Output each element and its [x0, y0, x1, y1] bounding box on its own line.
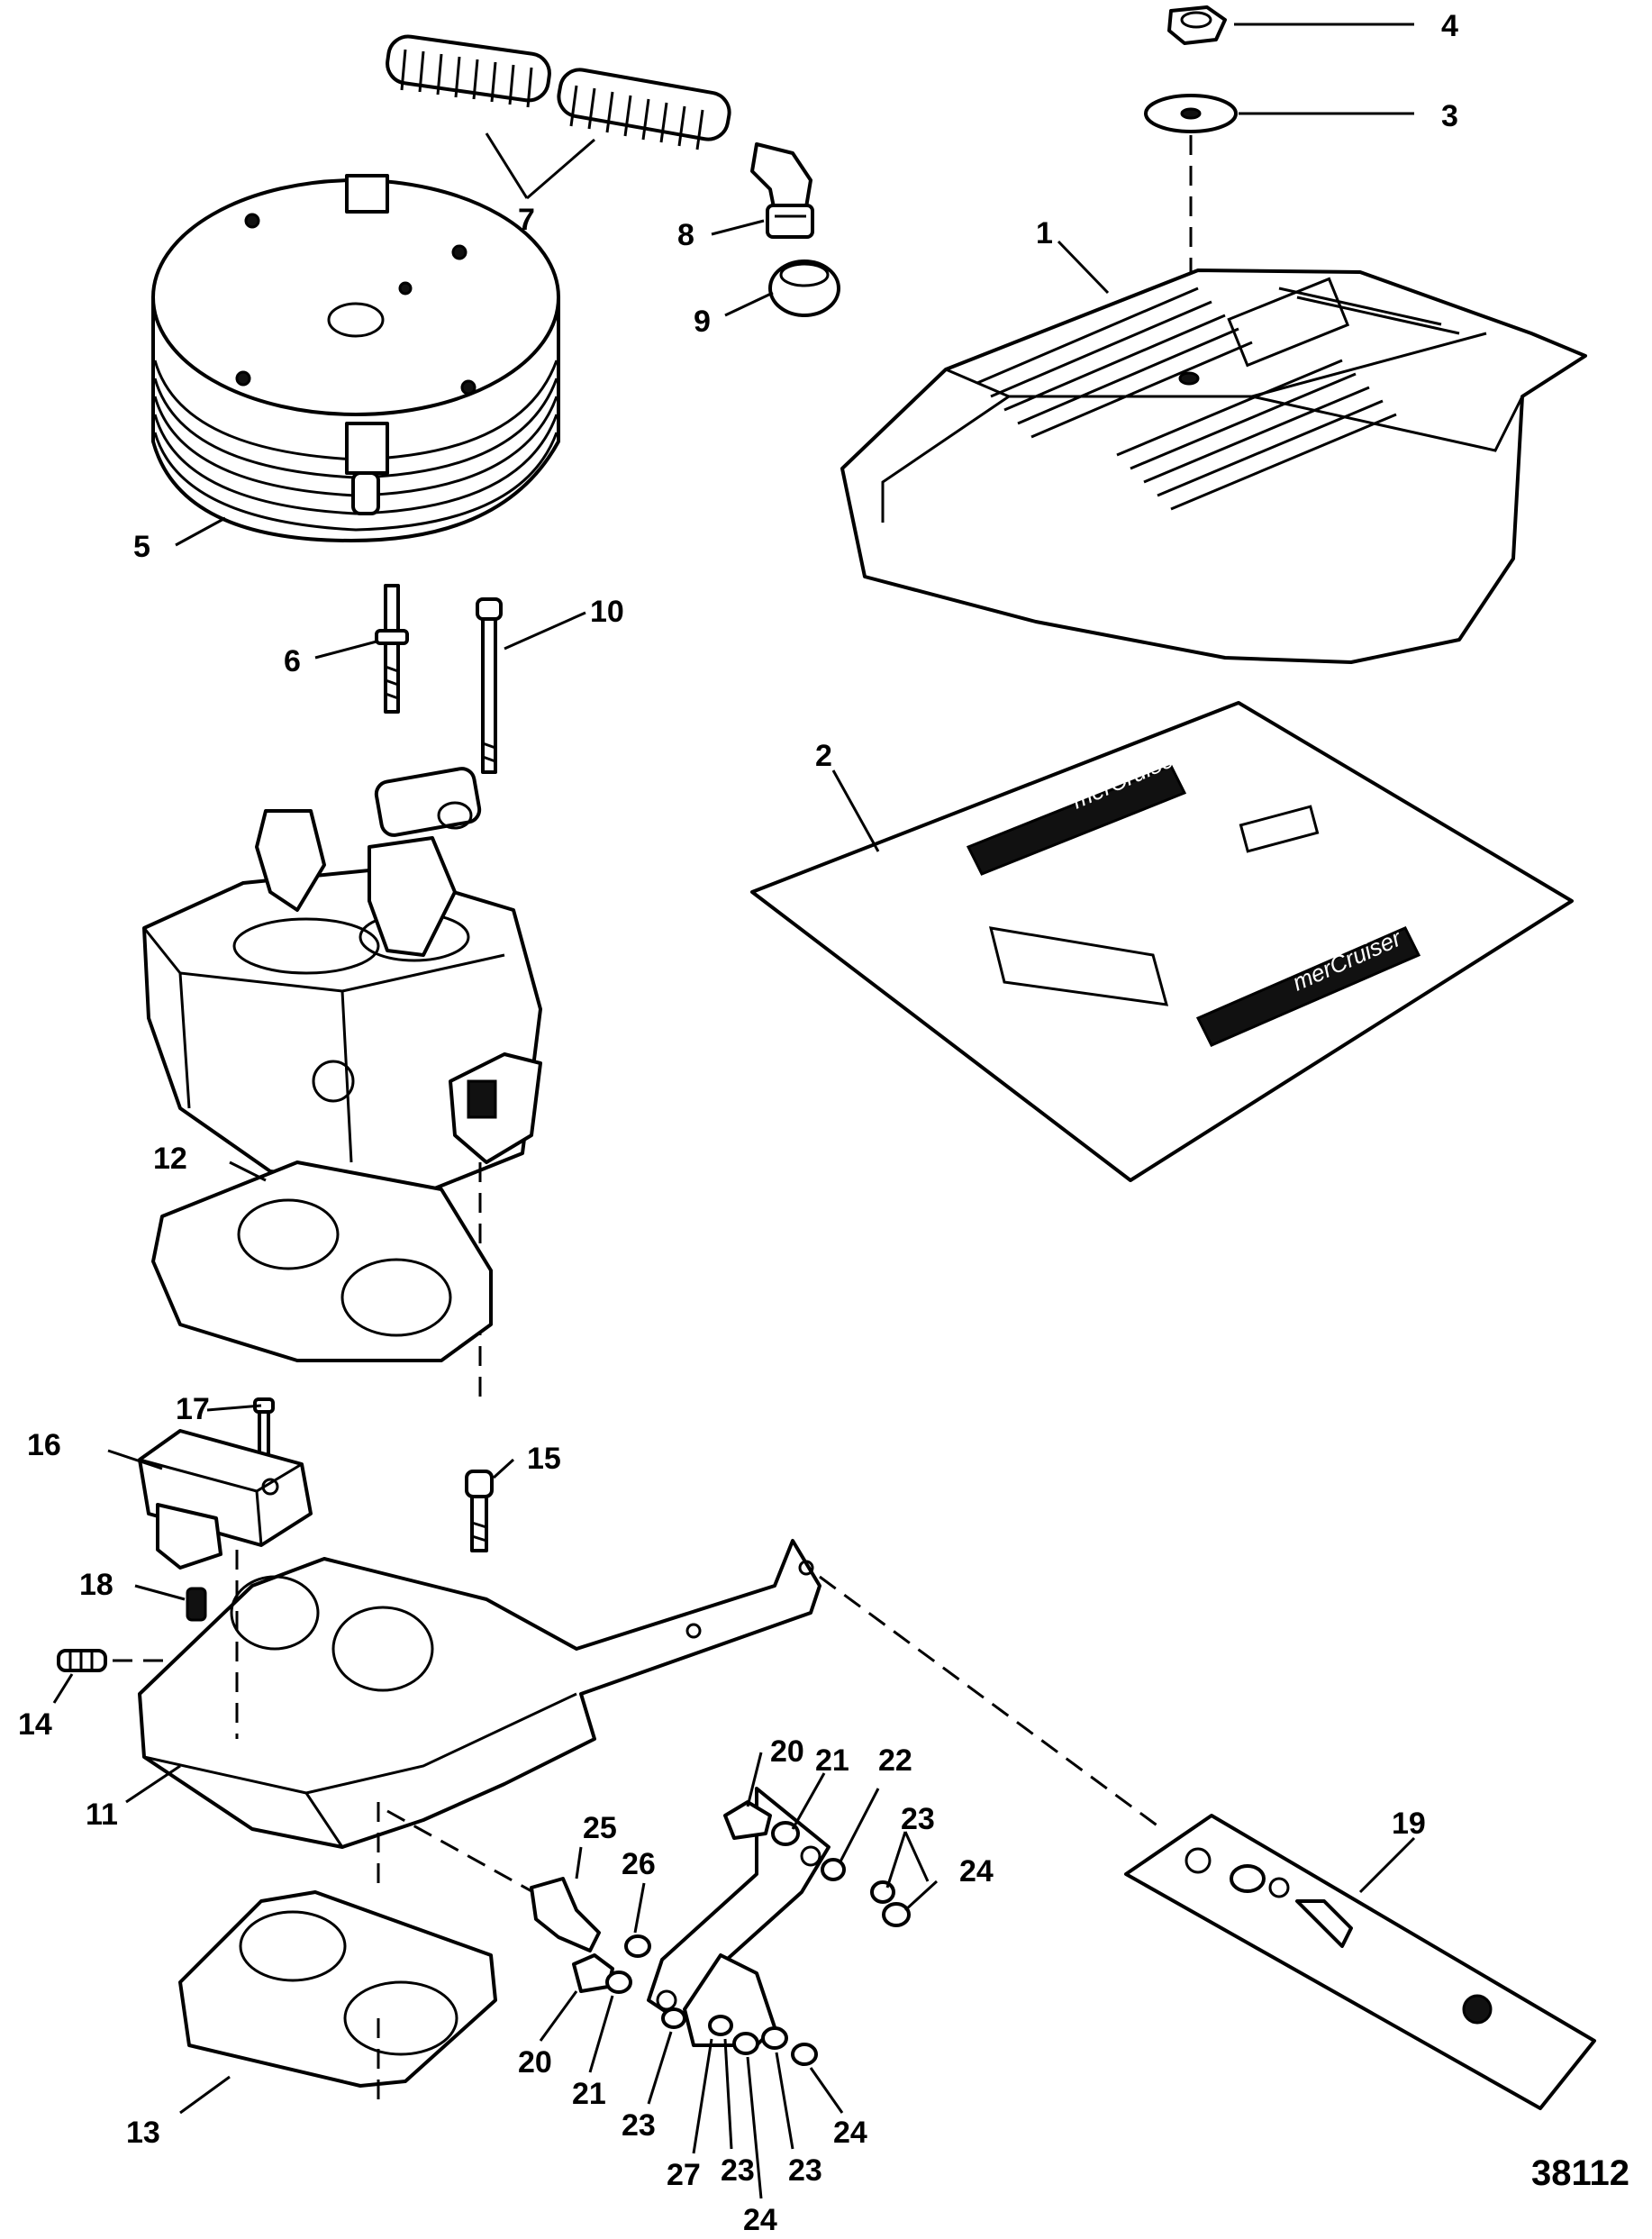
flame-arrestor: [151, 174, 560, 542]
adapter-plate: [138, 1539, 821, 1849]
callout-24-right: 24: [833, 2116, 867, 2150]
callout-21-bottom: 21: [572, 2077, 606, 2111]
callout-5: 5: [133, 530, 150, 564]
plug: [186, 1587, 207, 1622]
flame-arrestor-cover: [840, 268, 1587, 664]
callout-27: 27: [667, 2158, 701, 2192]
callout-20-bottom: 20: [518, 2045, 552, 2080]
mounting-bolt: [465, 1470, 494, 1552]
callout-14: 14: [18, 1707, 52, 1742]
grommet: [768, 259, 840, 317]
callout-25: 25: [583, 1811, 617, 1845]
callout-23-left: 23: [622, 2108, 656, 2143]
set-screw: [57, 1649, 107, 1672]
callout-24-top: 24: [959, 1854, 994, 1889]
callout-16: 16: [27, 1428, 61, 1462]
callout-1: 1: [1036, 216, 1053, 250]
callout-8: 8: [677, 218, 694, 252]
callout-12: 12: [153, 1142, 187, 1176]
figure-number: 38112: [1531, 2153, 1629, 2193]
callout-7: 7: [518, 203, 535, 237]
callout-22: 22: [878, 1743, 912, 1778]
callout-labels: 4 3 1 5 6 7 8 9 10 2 12 17 16 15 18 14 1…: [18, 9, 1458, 2237]
linkage-kit: [1124, 1814, 1596, 2110]
elbow-fitting: [750, 142, 814, 239]
throttle-linkage: [572, 1787, 911, 2066]
stud: [375, 584, 409, 714]
callout-3: 3: [1441, 99, 1458, 133]
long-bolt: [476, 597, 503, 774]
callout-18: 18: [79, 1568, 113, 1602]
callout-23-top: 23: [901, 1802, 935, 1836]
callout-9: 9: [694, 305, 711, 339]
callout-21-top: 21: [815, 1743, 849, 1778]
callout-24-bottom: 24: [743, 2203, 777, 2237]
merCruiser-decal: merCruiser merCruiser: [750, 701, 1574, 1182]
callout-15: 15: [527, 1442, 561, 1476]
callout-6: 6: [284, 644, 301, 678]
callout-26: 26: [622, 1847, 656, 1881]
callout-19: 19: [1392, 1807, 1426, 1841]
throttle-body: [142, 767, 542, 1191]
cover-washer: [1144, 94, 1238, 133]
callout-13: 13: [126, 2116, 160, 2150]
callout-10: 10: [590, 595, 624, 629]
cover-nut: [1167, 5, 1227, 45]
linkage-stud: [530, 1877, 601, 1952]
fuel-hose: [386, 34, 731, 150]
callout-2: 2: [815, 739, 832, 773]
callout-20-top: 20: [770, 1734, 804, 1769]
callout-23-right: 23: [788, 2153, 822, 2188]
callout-4: 4: [1441, 9, 1458, 43]
map-sensor: [138, 1429, 313, 1570]
throttle-body-gasket: [151, 1160, 493, 1362]
callout-17: 17: [176, 1392, 210, 1426]
callout-23-mid: 23: [721, 2153, 755, 2188]
leader-lines: [52, 23, 1416, 2199]
adapter-gasket: [178, 1890, 497, 2088]
callout-11: 11: [86, 1798, 118, 1832]
